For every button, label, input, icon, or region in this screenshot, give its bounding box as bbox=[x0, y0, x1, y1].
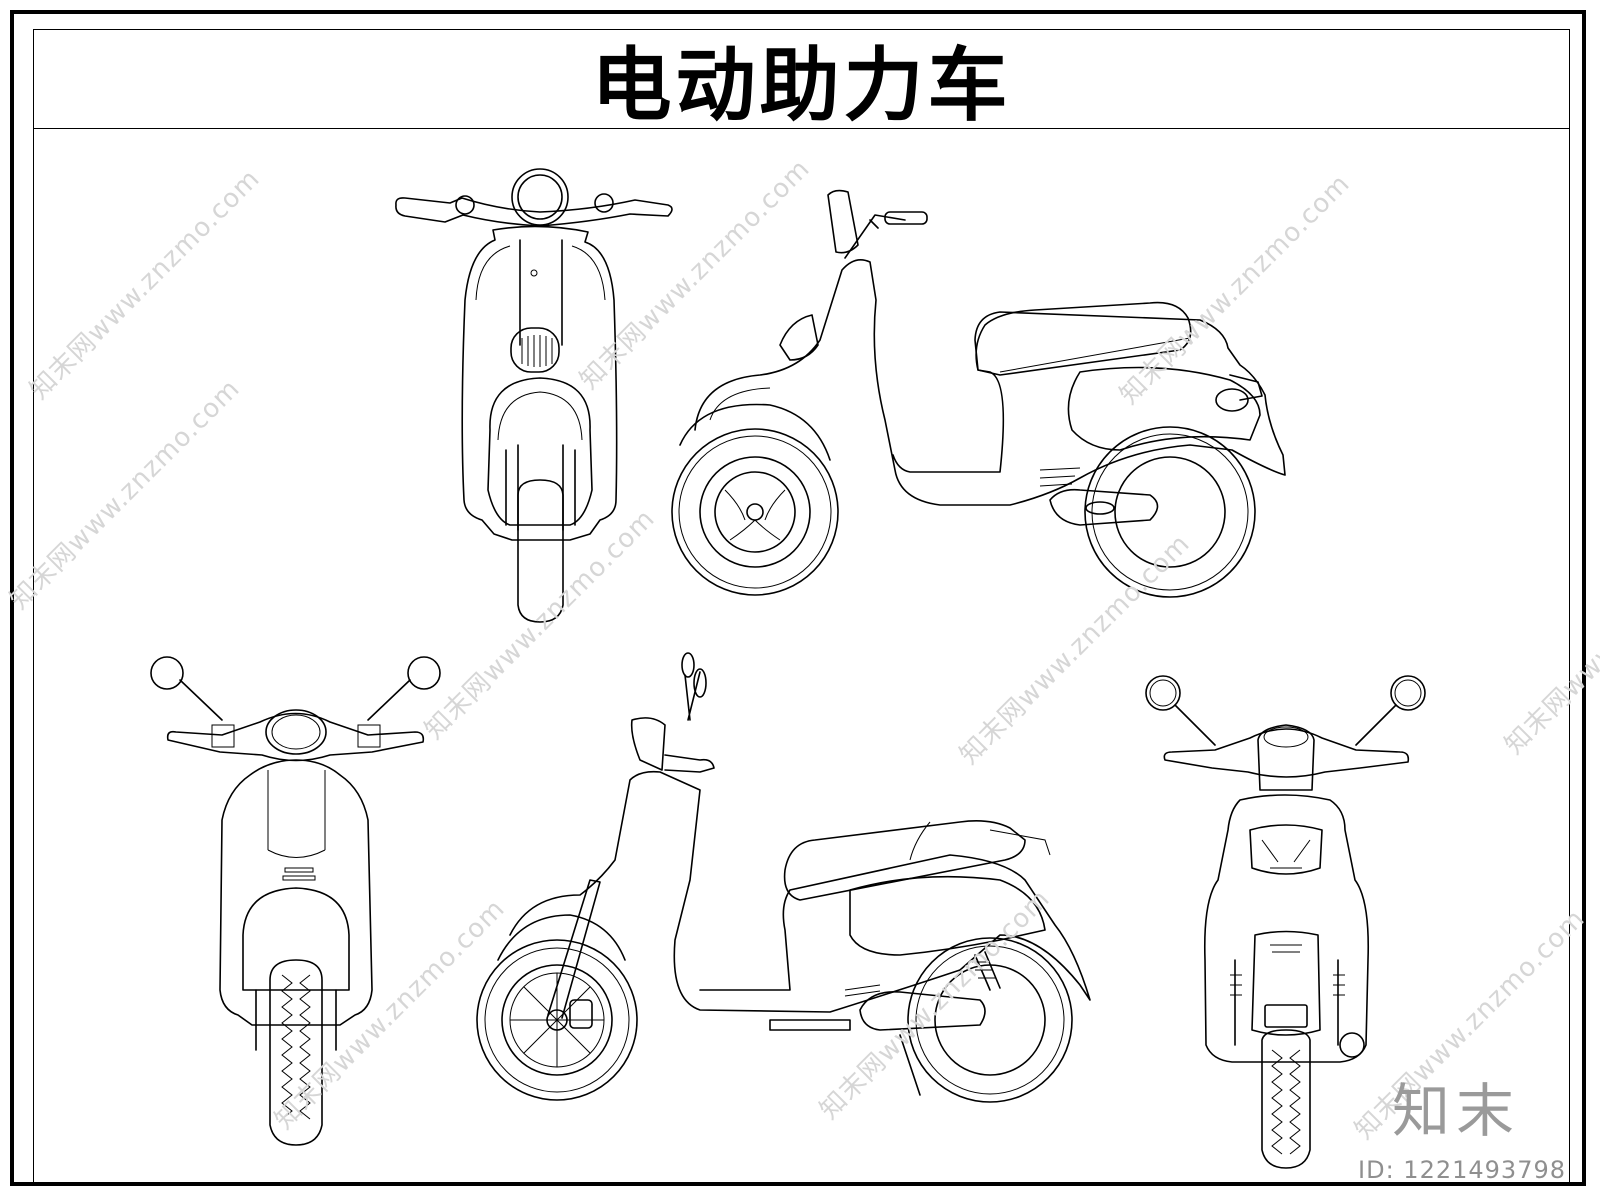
side-view-top bbox=[671, 189, 1286, 598]
rear-view-bottom bbox=[1145, 675, 1426, 1169]
id-label: ID: 1221493798 bbox=[1358, 1156, 1566, 1184]
side-view-bottom bbox=[476, 652, 1091, 1103]
title-bar: 电动助力车 bbox=[33, 29, 1570, 132]
drawing-title: 电动助力车 bbox=[591, 37, 1012, 132]
inner-frame bbox=[33, 29, 1570, 1184]
brand-logo: 知末 bbox=[1391, 1077, 1520, 1145]
outer-frame bbox=[10, 10, 1586, 1186]
front-view-bottom bbox=[150, 656, 441, 1146]
front-view-top bbox=[395, 168, 673, 623]
